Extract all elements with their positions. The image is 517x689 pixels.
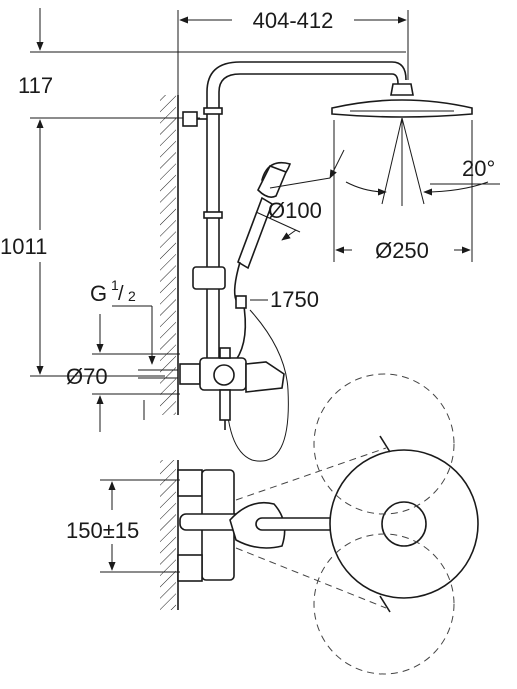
- thread-denominator-label: 2: [128, 288, 136, 304]
- spray-angle-indicator: 20°: [345, 117, 500, 206]
- overhead-shower-head: [331, 83, 473, 118]
- hand-shower-diameter-dimension: Ø100: [255, 149, 345, 241]
- thermostat-mixer-side: [179, 347, 285, 430]
- top-width-dimension: 404-412: [177, 8, 409, 100]
- thread-slash-label: /: [118, 283, 124, 305]
- top-offset-label: 117: [18, 73, 53, 98]
- height-dimension: 1011: [0, 119, 165, 377]
- hose-length-label: 1750: [270, 287, 319, 312]
- hand-shower-diameter-label: Ø100: [268, 198, 322, 223]
- hand-shower: [192, 161, 292, 462]
- height-label: 1011: [0, 234, 47, 259]
- center-distance-label: 150±15: [66, 518, 139, 543]
- head-front-view: [313, 373, 479, 675]
- center-distance-dimension: 150±15: [66, 479, 180, 573]
- thread-main-label: G: [90, 281, 107, 306]
- inlet-diameter-label: Ø70: [66, 364, 108, 389]
- wall-front-view: [160, 460, 179, 610]
- inlet-diameter-dimension: Ø70: [66, 314, 180, 432]
- thread-size-annotation: G 1 / 2: [90, 277, 156, 365]
- wall-side-view: [160, 95, 179, 415]
- head-diameter-dimension: Ø250: [333, 120, 473, 263]
- thread-numerator-label: 1: [111, 277, 119, 293]
- head-diameter-label: Ø250: [375, 238, 429, 263]
- spray-angle-label: 20°: [462, 156, 495, 181]
- riser-pipe: [182, 61, 407, 368]
- top-offset-dimension: 117: [18, 8, 406, 119]
- top-width-label: 404-412: [253, 8, 334, 33]
